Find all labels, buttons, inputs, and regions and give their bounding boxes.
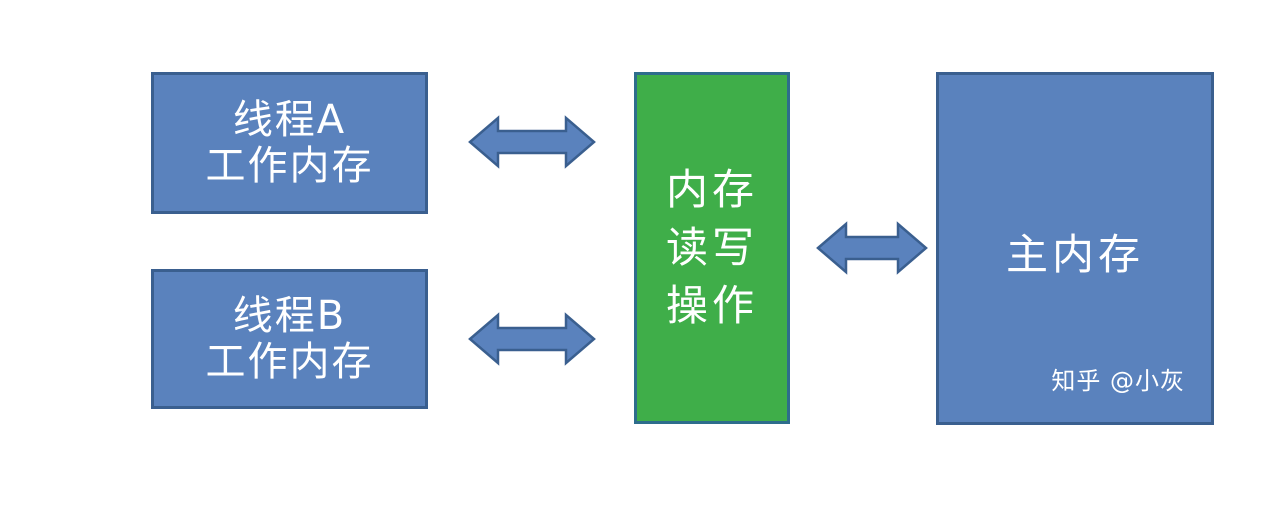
main-memory-box: 主内存 知乎 @小灰 — [936, 72, 1214, 425]
main-memory-label: 主内存 — [1005, 229, 1144, 279]
double-arrow-main-memory — [816, 221, 928, 275]
watermark: 知乎 @小灰 — [1051, 367, 1185, 395]
thread-a-working-memory-box: 线程A 工作内存 — [151, 72, 428, 214]
double-arrow-thread-a — [468, 115, 596, 169]
rw-ops-line-3: 操作 — [665, 281, 758, 330]
memory-read-write-operations-box: 内存 读写 操作 — [634, 72, 790, 424]
rw-ops-line-1: 内存 — [665, 165, 758, 214]
thread-b-working-memory-box: 线程B 工作内存 — [151, 269, 428, 409]
double-arrow-thread-b — [468, 312, 596, 366]
thread-a-subtitle: 工作内存 — [205, 143, 374, 189]
thread-b-title: 线程B — [232, 293, 347, 339]
thread-b-subtitle: 工作内存 — [205, 339, 374, 385]
thread-a-title: 线程A — [232, 97, 347, 143]
rw-ops-line-2: 读写 — [665, 223, 758, 272]
